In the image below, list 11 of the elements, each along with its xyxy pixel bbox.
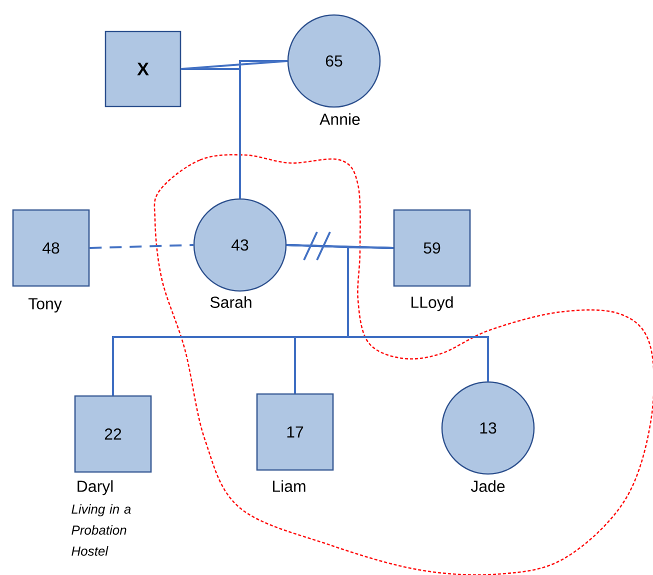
name-label: Jade (470, 480, 505, 492)
name-label: Sarah (210, 296, 252, 308)
note: Living in a Probation Hostel (72, 504, 131, 556)
connector-line (347, 246, 489, 382)
name-label: Liam (272, 480, 306, 492)
name-label: Tony (28, 298, 62, 313)
connector-line (90, 244, 194, 249)
name-label: Annie (320, 113, 360, 125)
name-label: Daryl (78, 480, 113, 496)
name-label: LLoyd (412, 296, 453, 312)
connector-line (239, 60, 288, 198)
